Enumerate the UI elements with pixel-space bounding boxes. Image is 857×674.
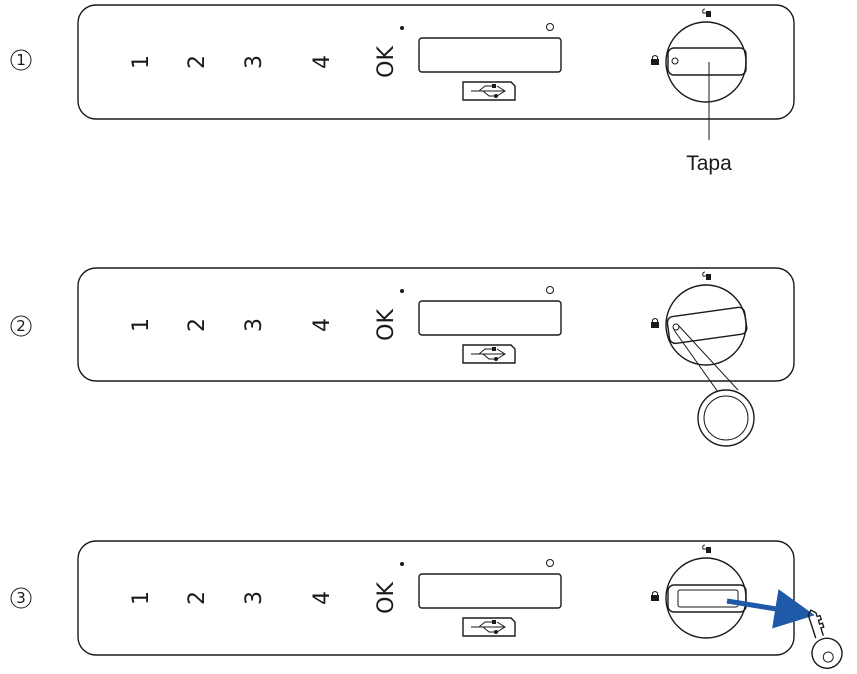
coin-icon [673,325,755,447]
key-3: 3 [242,55,267,69]
display-window [418,573,562,609]
led-indicator [546,286,554,294]
lock-dial [651,544,747,639]
led-indicator [546,559,554,567]
usb-icon [462,344,516,364]
indicator-dot [400,289,404,293]
indicator-dot [400,26,404,30]
step-number: 1 [16,51,26,69]
key-slot [667,584,747,613]
step-3: 3 1 2 3 4 OK [10,540,843,669]
usb-icon [462,81,516,101]
lock-open-icon [702,271,711,280]
step-number: 2 [16,317,26,335]
key-ok: OK [374,582,399,614]
display-window [418,300,562,336]
step-number-badge: 1 [10,49,32,71]
key-1: 1 [129,318,154,332]
step-2: 2 1 2 3 4 OK [10,267,795,447]
lock-open-icon [702,544,711,553]
keypad: 1 2 3 4 OK [129,26,404,78]
arrow-right-icon [726,589,815,629]
step-1: 1 1 2 3 4 OK [10,4,795,175]
step-number-badge: 2 [10,315,32,337]
key-ok: OK [374,46,399,78]
display-window [418,37,562,73]
lock-dial [651,8,747,103]
key-4: 4 [310,55,335,69]
panel-outline [77,4,795,120]
key-1: 1 [129,591,154,605]
key-2: 2 [185,318,210,332]
cap-callout-label: Tapa [686,152,732,175]
keypad: 1 2 3 4 OK [129,289,404,341]
key-1: 1 [129,55,154,69]
step-number-badge: 3 [10,587,32,609]
usb-icon [462,617,516,637]
key-3: 3 [242,318,267,332]
key-ok: OK [374,309,399,341]
key-2: 2 [185,591,210,605]
lock-open-icon [702,8,711,17]
key-slot-inner [677,589,739,608]
key-icon [807,609,843,669]
indicator-dot [400,562,404,566]
keypad: 1 2 3 4 OK [129,562,404,614]
lock-closed-icon [651,55,659,65]
lock-closed-icon [651,318,659,328]
lock-closed-icon [651,591,659,601]
cap-slot [666,306,748,345]
step-number: 3 [16,589,26,607]
led-indicator [546,23,554,31]
key-2: 2 [185,55,210,69]
key-4: 4 [310,318,335,332]
key-4: 4 [310,591,335,605]
lock-dial [651,271,748,366]
cap-slot [667,47,747,76]
panel-outline [77,267,795,382]
key-3: 3 [242,591,267,605]
